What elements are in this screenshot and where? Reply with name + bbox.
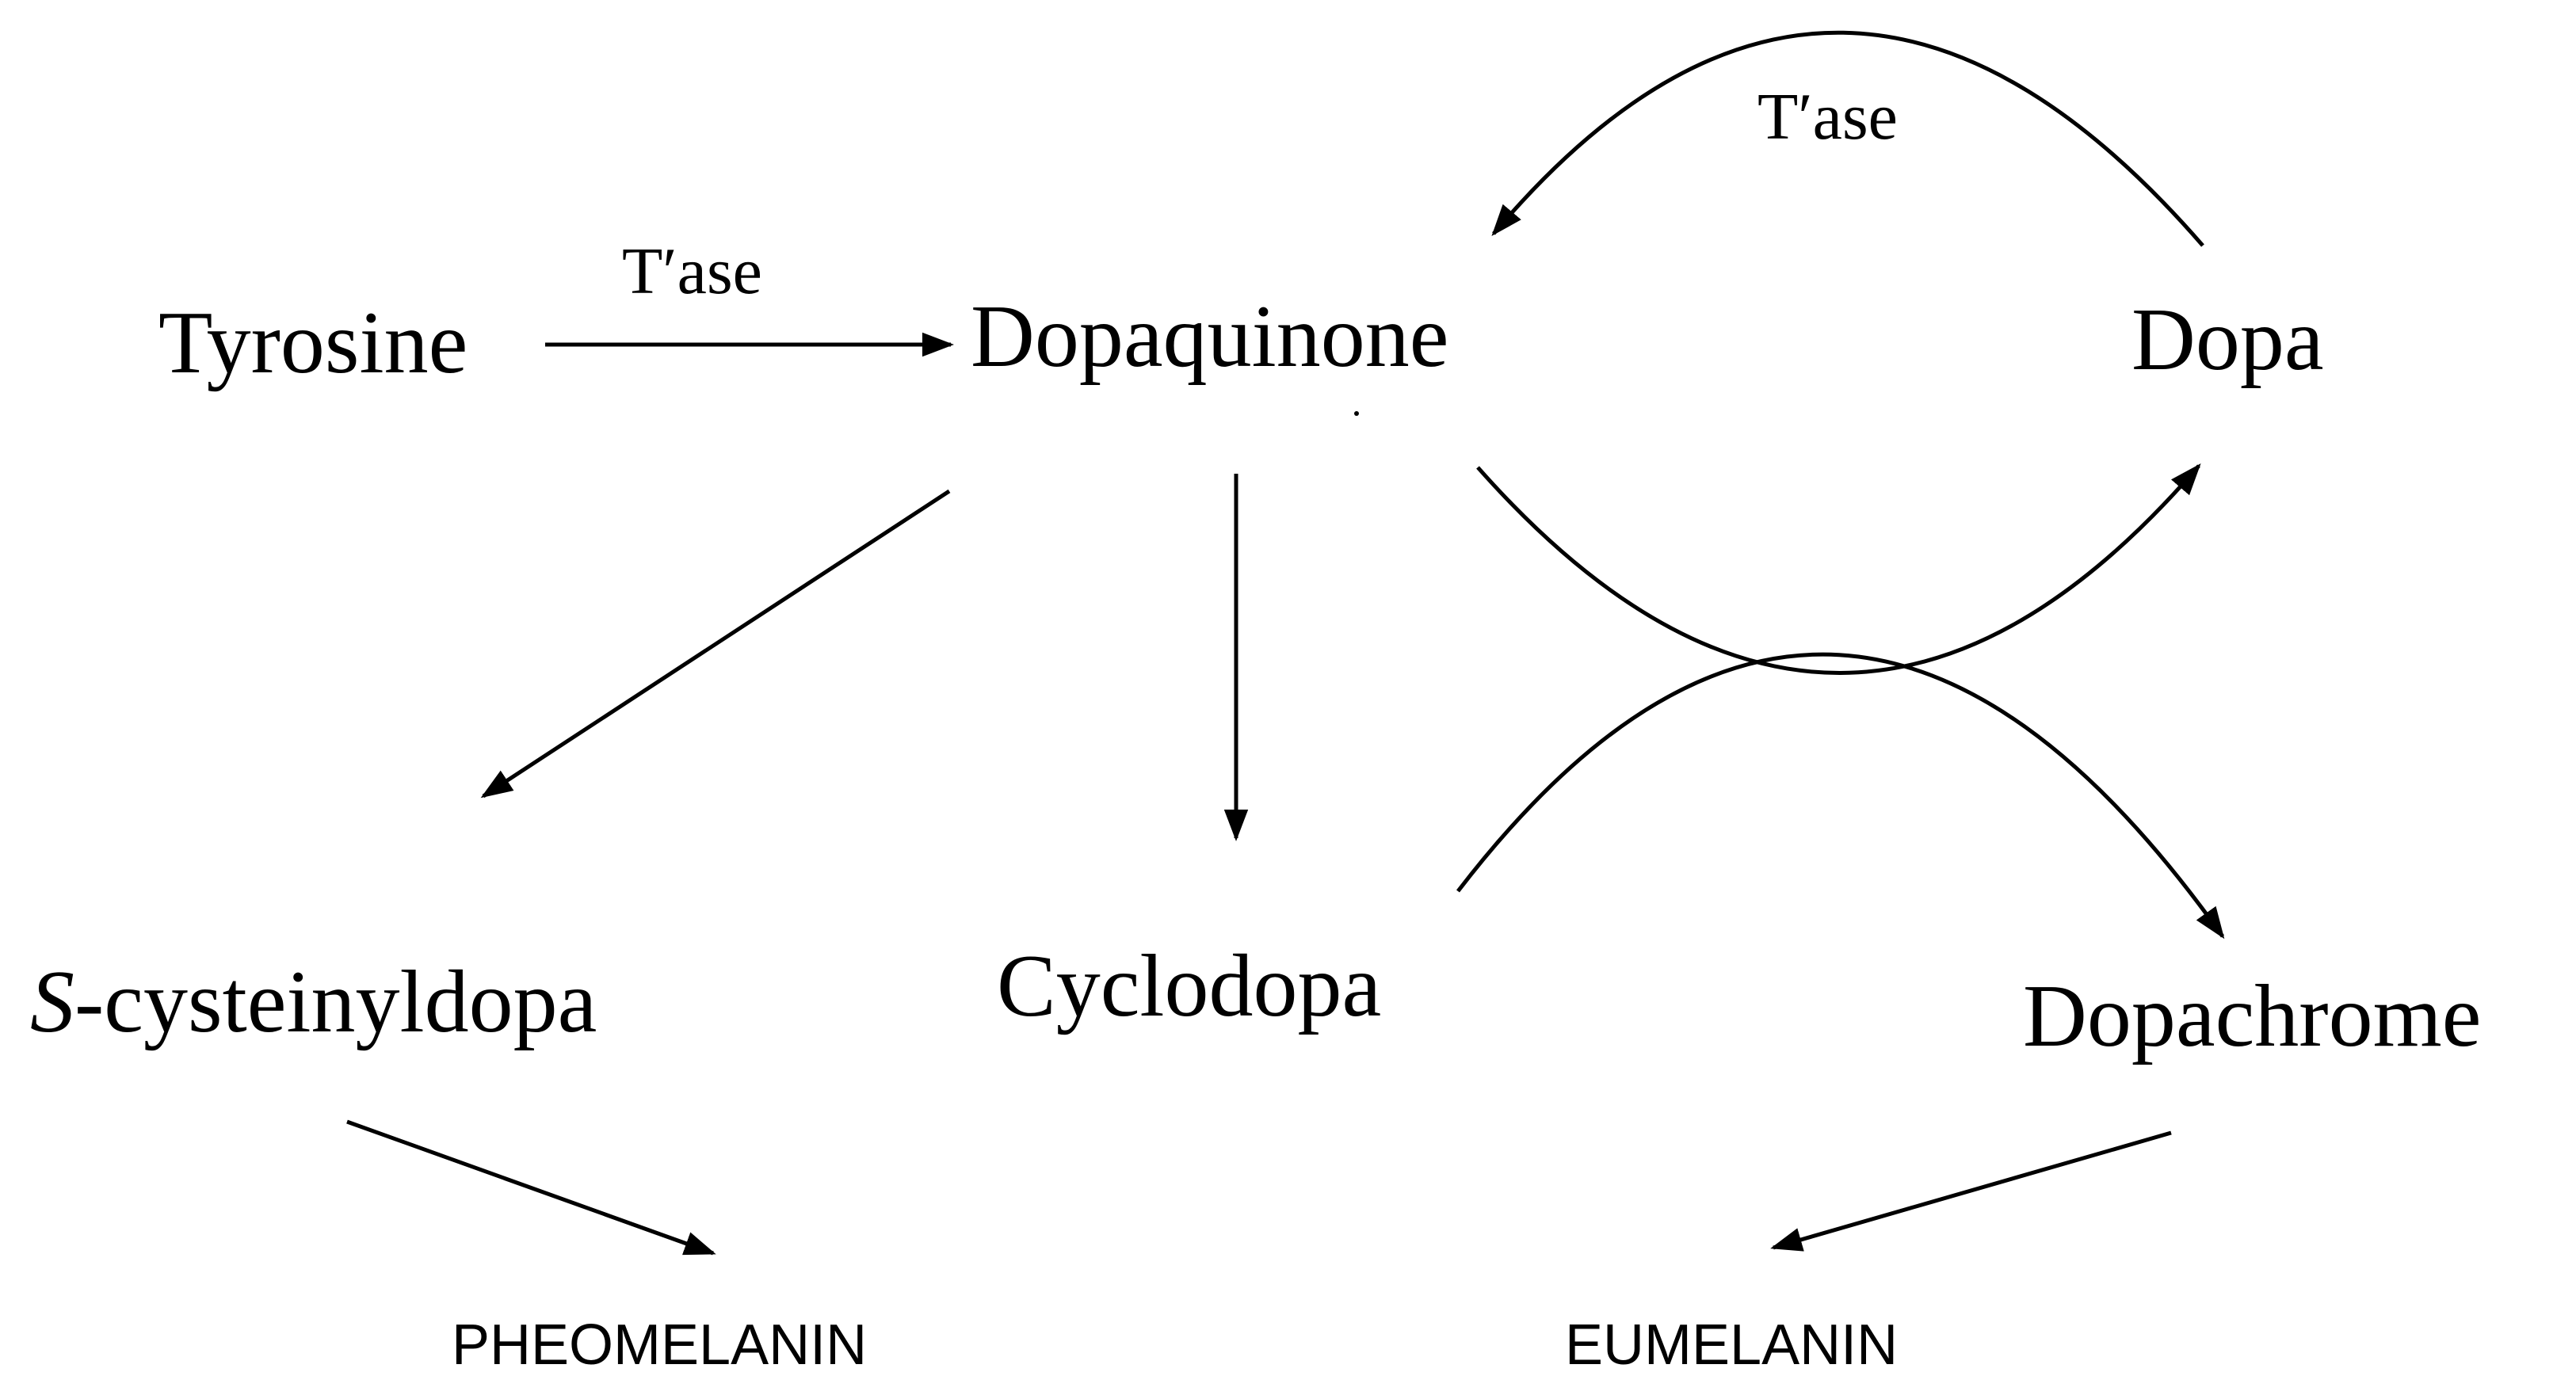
dopa-label: Dopa (2131, 291, 2324, 389)
s-cysteinyldopa-prefix: S (30, 953, 74, 1051)
arrow-dopaquinone-to-dopa (1476, 463, 2201, 675)
enzyme-label-tyrosine-step: T′ase (622, 234, 762, 308)
arrow-dopa-to-dopaquinone (1491, 30, 2204, 247)
cyclodopa-label: Cyclodopa (997, 937, 1381, 1035)
enzyme-label-dopa-step: T′ase (1757, 80, 1898, 154)
arrow-cyclodopa-to-dopachrome (1456, 652, 2225, 940)
arrow-s-cysteinyldopa-to-pheomelanin (346, 1119, 716, 1256)
s-cysteinyldopa-rest: -cysteinyldopa (74, 953, 597, 1051)
dopaquinone-label: Dopaquinone (971, 288, 1448, 386)
tyrosine-label: Tyrosine (158, 294, 467, 392)
stray-dot (1354, 411, 1359, 416)
dopachrome-label: Dopachrome (2023, 967, 2481, 1065)
s-cysteinyldopa-label: S-cysteinyldopa (30, 953, 597, 1051)
arrow-dopaquinone-to-s-cysteinyldopa (480, 489, 951, 799)
pheomelanin-label: PHEOMELANIN (452, 1313, 867, 1377)
arrow-dopachrome-to-eumelanin (1770, 1130, 2172, 1252)
eumelanin-label: EUMELANIN (1565, 1313, 1898, 1377)
